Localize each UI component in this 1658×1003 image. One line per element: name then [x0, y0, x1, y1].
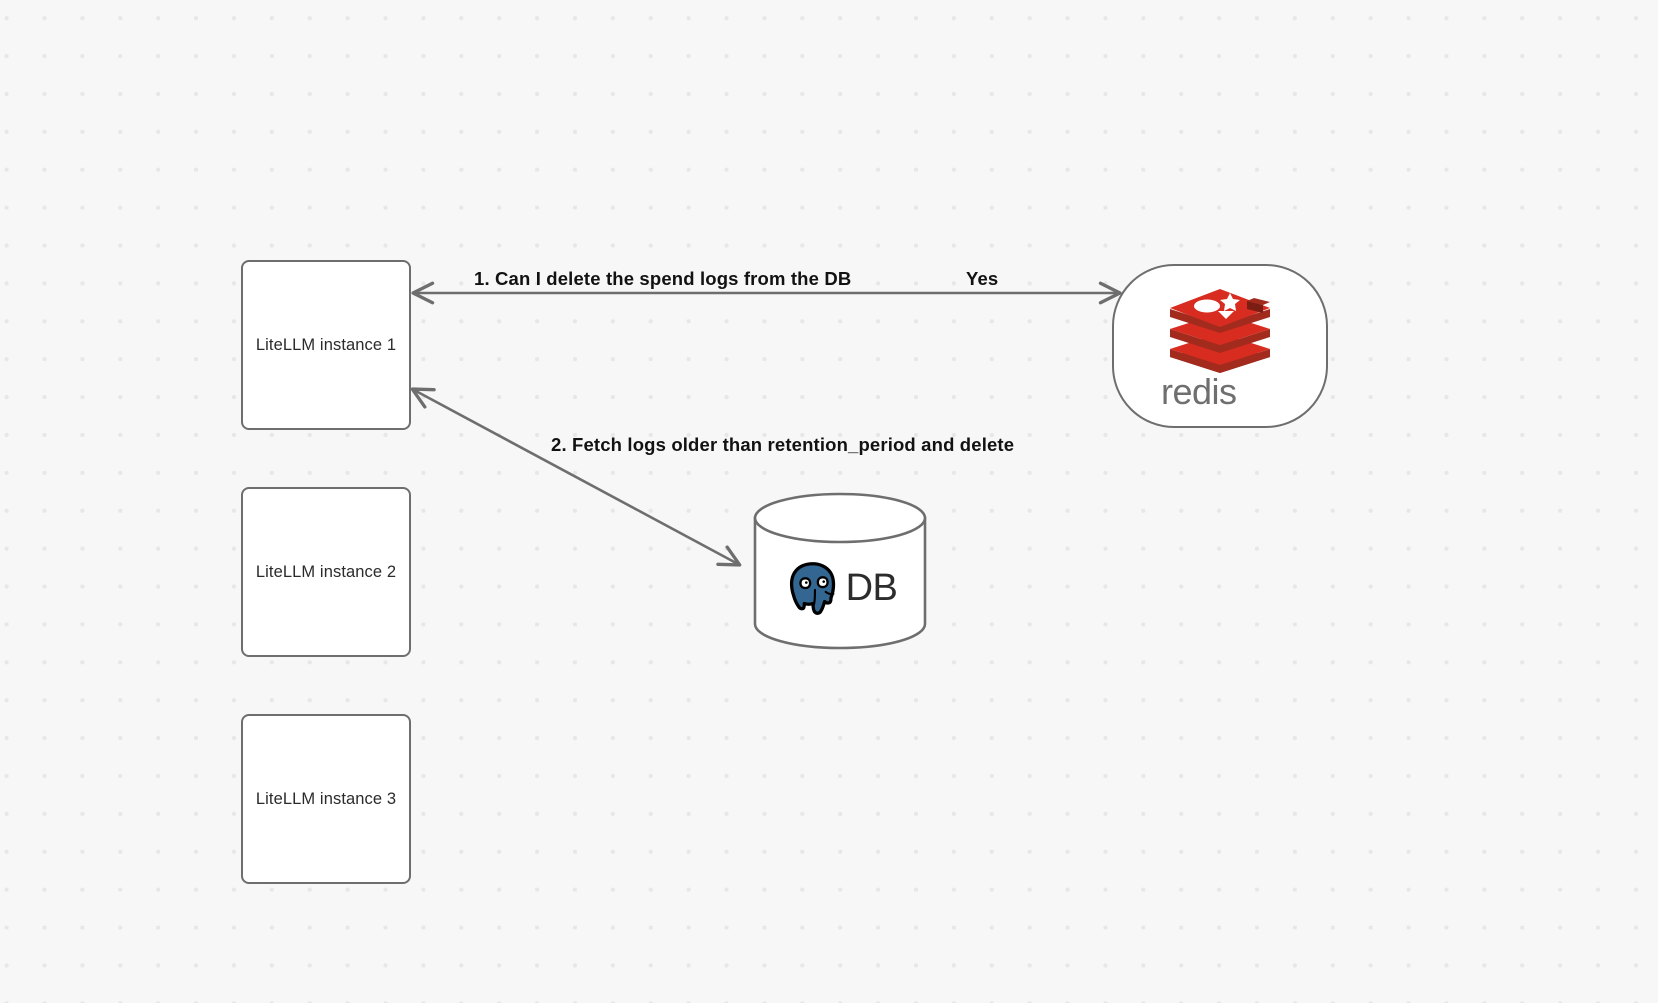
node-redis[interactable]: redis [1112, 264, 1328, 428]
node-label: LiteLLM instance 1 [255, 335, 397, 354]
node-litellm-instance-3[interactable]: LiteLLM instance 3 [241, 714, 411, 884]
node-litellm-instance-2[interactable]: LiteLLM instance 2 [241, 487, 411, 657]
svg-text:redis: redis [1161, 374, 1237, 412]
redis-logo-icon [1170, 288, 1270, 373]
edge-label-step-2: 2. Fetch logs older than retention_perio… [551, 434, 1015, 455]
cylinder-shape [753, 492, 927, 650]
node-label: LiteLLM instance 3 [255, 789, 397, 808]
edge-instance1-db [410, 387, 742, 567]
edge-label-redis-reply: Yes [966, 268, 999, 289]
node-postgres-db[interactable]: DB [753, 492, 927, 650]
edge-label-step-1: 1. Can I delete the spend logs from the … [474, 268, 852, 289]
redis-wordmark: redis [1161, 374, 1237, 412]
node-label: LiteLLM instance 2 [255, 562, 397, 581]
postgresql-elephant-icon [789, 562, 835, 615]
node-litellm-instance-1[interactable]: LiteLLM instance 1 [241, 260, 411, 430]
db-label: DB [845, 566, 898, 609]
